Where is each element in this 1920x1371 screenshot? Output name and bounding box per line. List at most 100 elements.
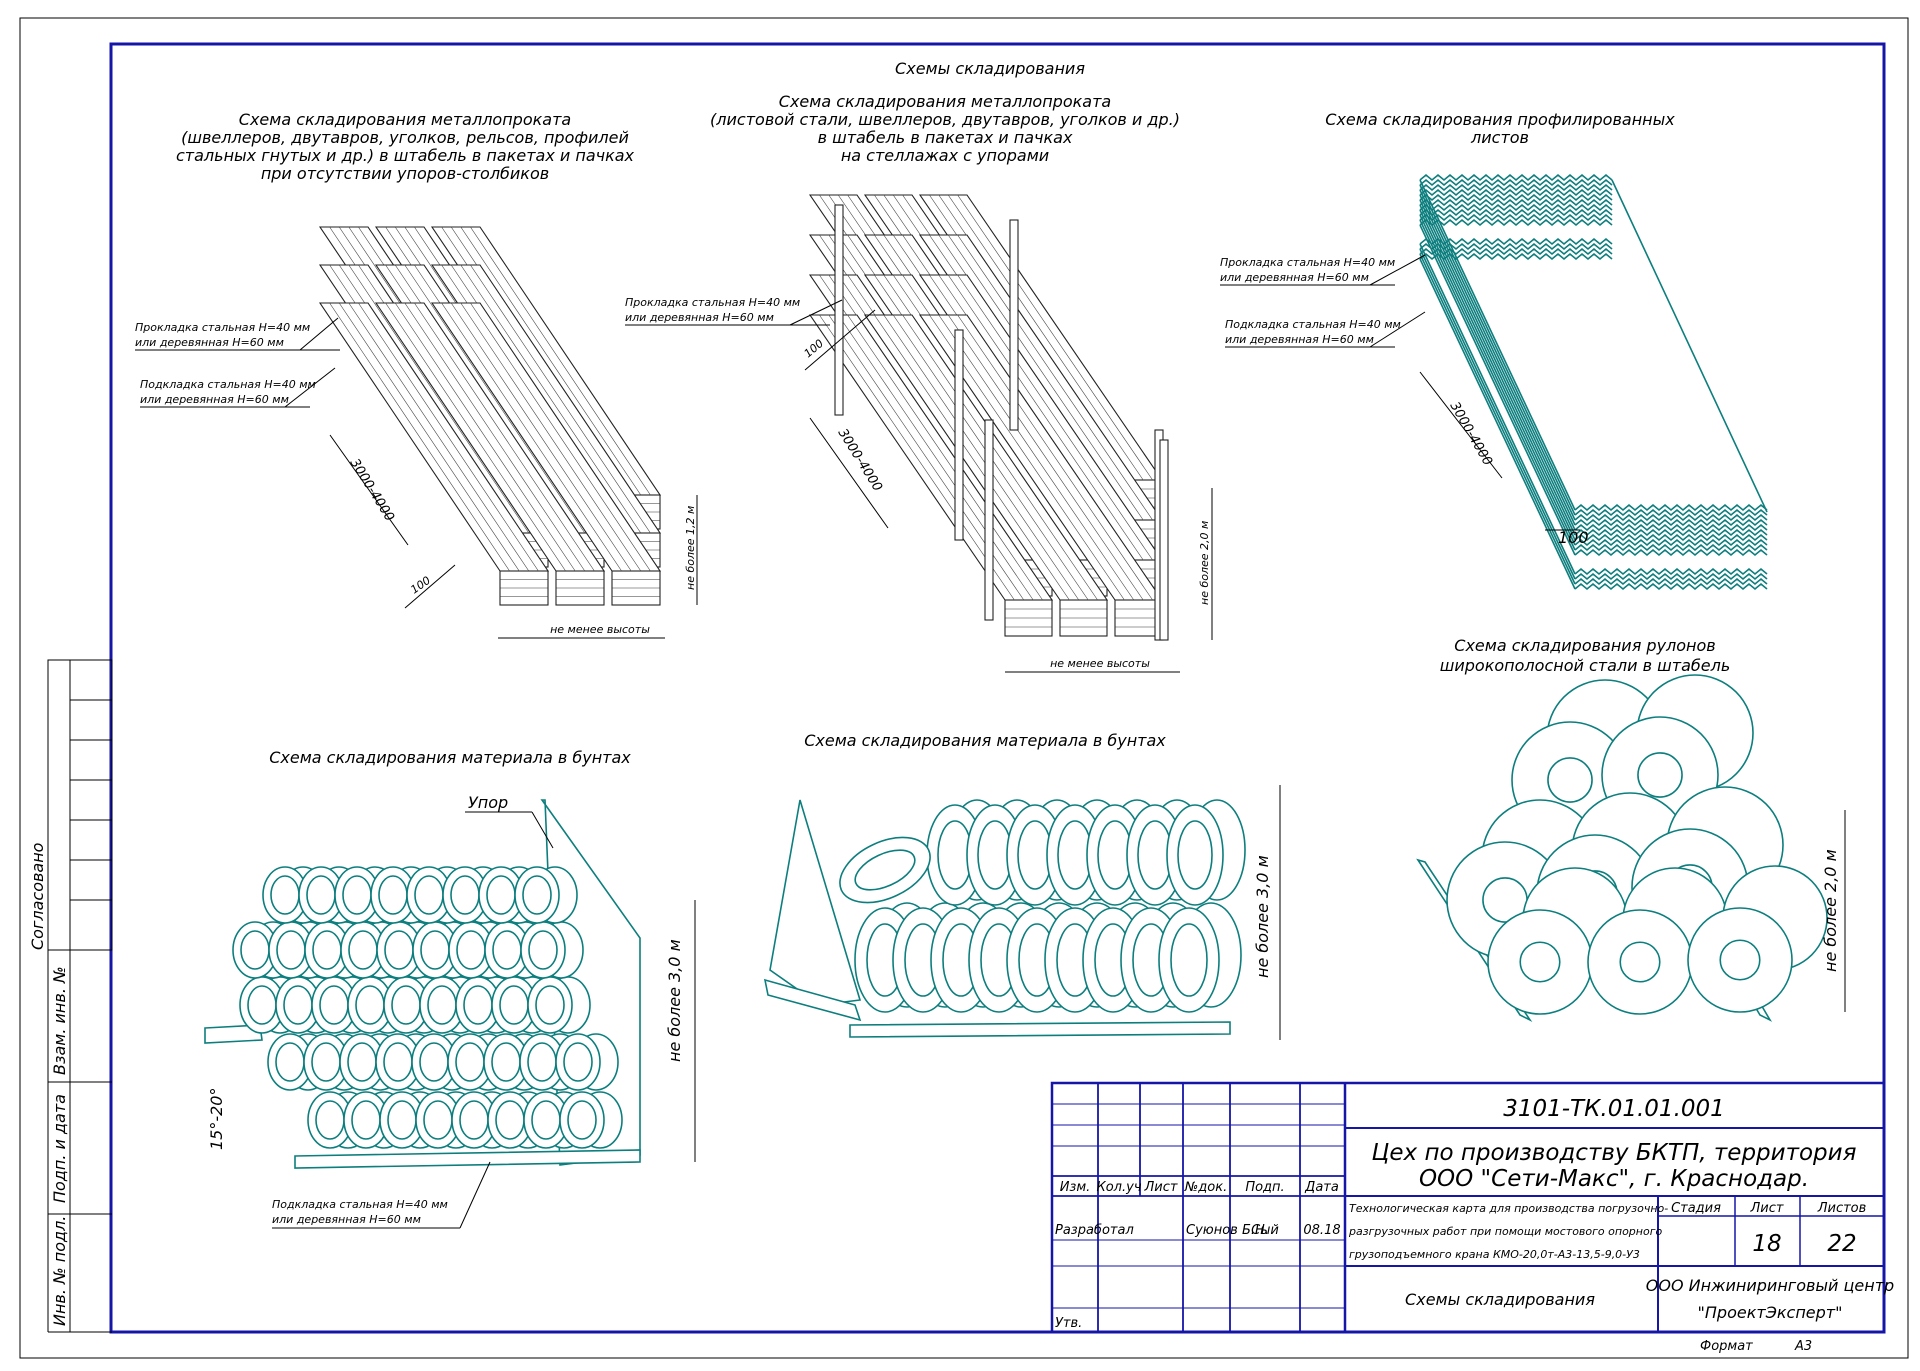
bar-line	[947, 234, 1144, 521]
sheet-side-edge	[1419, 184, 1576, 516]
sheet-front-edge	[1574, 513, 1768, 522]
dimension-line	[809, 417, 889, 529]
scheme-4: Схема складирования материала в бунтах У…	[204, 748, 696, 1229]
bar-line	[470, 226, 651, 496]
sheet-side-edge	[1611, 179, 1768, 513]
bar-line	[470, 302, 651, 572]
leader-line	[459, 1161, 491, 1229]
bar-line	[460, 264, 642, 534]
bar-line	[450, 302, 632, 572]
spacer-label: или деревянная Н=60 мм	[1220, 271, 1369, 284]
sheet-top-edge	[1419, 183, 1613, 192]
bar-line	[957, 314, 1153, 601]
dimension-line	[329, 434, 409, 546]
scheme-4-title: Схема складирования материала в бунтах	[269, 748, 631, 767]
metal-stack-1	[318, 226, 662, 606]
sheet-side-edge	[1419, 214, 1576, 546]
coil-hole	[522, 875, 552, 915]
bar-line	[404, 302, 586, 572]
scheme-5: Схема складирования материала в бунтах н…	[763, 731, 1281, 1040]
sheet-top-edge	[1419, 173, 1613, 182]
spacer-label: Прокладка стальная Н=40 мм	[135, 321, 310, 334]
scheme-2: Схема складирования металлопроката (лист…	[625, 92, 1213, 673]
sheet-top-edge	[1419, 237, 1613, 246]
roll-core	[1719, 939, 1761, 981]
bar-line	[883, 314, 1080, 601]
format-label: Формат	[1700, 1339, 1753, 1354]
scheme-1-title-line: стальных гнутых и др.) в штабель в пакет…	[176, 146, 635, 165]
gap-dimension: 100	[802, 337, 826, 360]
stop-label: Упор	[468, 793, 508, 812]
sheet-top-edge	[1419, 252, 1613, 261]
sheet-top-edge	[1419, 193, 1613, 202]
rack-post	[834, 204, 844, 416]
leader-line	[1369, 311, 1426, 348]
rack-post	[1159, 439, 1169, 641]
rack-frame	[769, 799, 862, 1006]
coil-hole	[528, 930, 558, 970]
bar-line	[348, 302, 530, 572]
dimension-line	[804, 309, 876, 371]
profiled-sheet-stack	[1419, 173, 1768, 591]
roll-core	[1547, 757, 1593, 803]
leader-line	[299, 317, 339, 351]
project-line: ООО "Сети-Макс", г. Краснодар.	[1419, 1166, 1809, 1192]
roll	[1487, 909, 1593, 1015]
sheet-front-edge	[1574, 533, 1768, 542]
scheme-6-title-line: Схема складирования рулонов	[1454, 636, 1715, 655]
bar-line	[938, 314, 1135, 601]
sheet-top-edge	[1419, 218, 1613, 227]
base-bar	[204, 1024, 263, 1044]
sheet-name: Схемы складирования	[1405, 1290, 1595, 1309]
coil	[839, 836, 931, 904]
role-label: Разработал	[1055, 1223, 1134, 1238]
coil-hole	[854, 849, 916, 891]
inv-orig-label: Инв. № подл.	[50, 1216, 69, 1326]
sheet-side-edge	[1419, 243, 1576, 575]
gap-dimension: 100	[408, 574, 433, 597]
scheme-6-title-line: широкополосной стали в штабель	[1440, 656, 1731, 675]
sheet-front-edge	[1574, 508, 1768, 517]
drawing-frame	[109, 42, 1886, 1334]
height-dimension: не более 2,0 м	[1198, 521, 1211, 605]
base-label: или деревянная Н=60 мм	[272, 1213, 421, 1226]
sheet-front-edge	[1574, 523, 1768, 532]
base-strip	[294, 1149, 641, 1169]
sheet-number: 18	[1752, 1231, 1781, 1257]
bar-line	[385, 302, 566, 572]
org-line: "ПроектЭксперт"	[1698, 1303, 1843, 1322]
col-header: Изм.	[1060, 1180, 1091, 1195]
sheet-top-edge	[1419, 203, 1613, 212]
width-dimension: не менее высоты	[1050, 657, 1150, 670]
spacer-label: или деревянная Н=60 мм	[135, 336, 284, 349]
bar-line	[441, 302, 622, 572]
scheme-1-title-line: (швеллеров, двутавров, уголков, рельсов,…	[181, 128, 629, 147]
sheet-side-edge	[1419, 224, 1576, 556]
coil-hole	[567, 1100, 597, 1140]
coil	[555, 1033, 601, 1091]
bar-line	[947, 194, 1144, 481]
scheme-2-title-line: Схема складирования металлопроката	[779, 92, 1111, 111]
roll-core	[1519, 941, 1561, 983]
bar-line	[394, 302, 576, 572]
spacer-label: или деревянная Н=60 мм	[625, 311, 774, 324]
sheet-front-edge	[1574, 518, 1768, 527]
bar-line	[957, 194, 1153, 481]
sheet-front-edge	[1574, 567, 1768, 576]
sheet-side-edge	[1419, 194, 1576, 526]
sheet-side-edge	[1419, 258, 1576, 590]
coil-hole	[535, 985, 565, 1025]
main-title: Схемы складирования	[895, 59, 1085, 78]
stage-label: Стадия	[1671, 1201, 1721, 1216]
angle-label: 15°-20°	[207, 1088, 226, 1151]
scheme-3: Схема складирования профилированных лист…	[1220, 110, 1768, 591]
leader-line	[531, 811, 554, 849]
length-dimension: 3000-4000	[835, 426, 885, 494]
spacer-label: Прокладка стальная Н=40 мм	[1220, 256, 1395, 269]
coil-hole	[563, 1042, 593, 1082]
sheet-front-edge	[1574, 577, 1768, 586]
dimension-line	[1419, 371, 1503, 479]
rack-post	[954, 329, 964, 541]
sheet-label: Лист	[1750, 1201, 1784, 1216]
bar-line	[460, 302, 642, 572]
